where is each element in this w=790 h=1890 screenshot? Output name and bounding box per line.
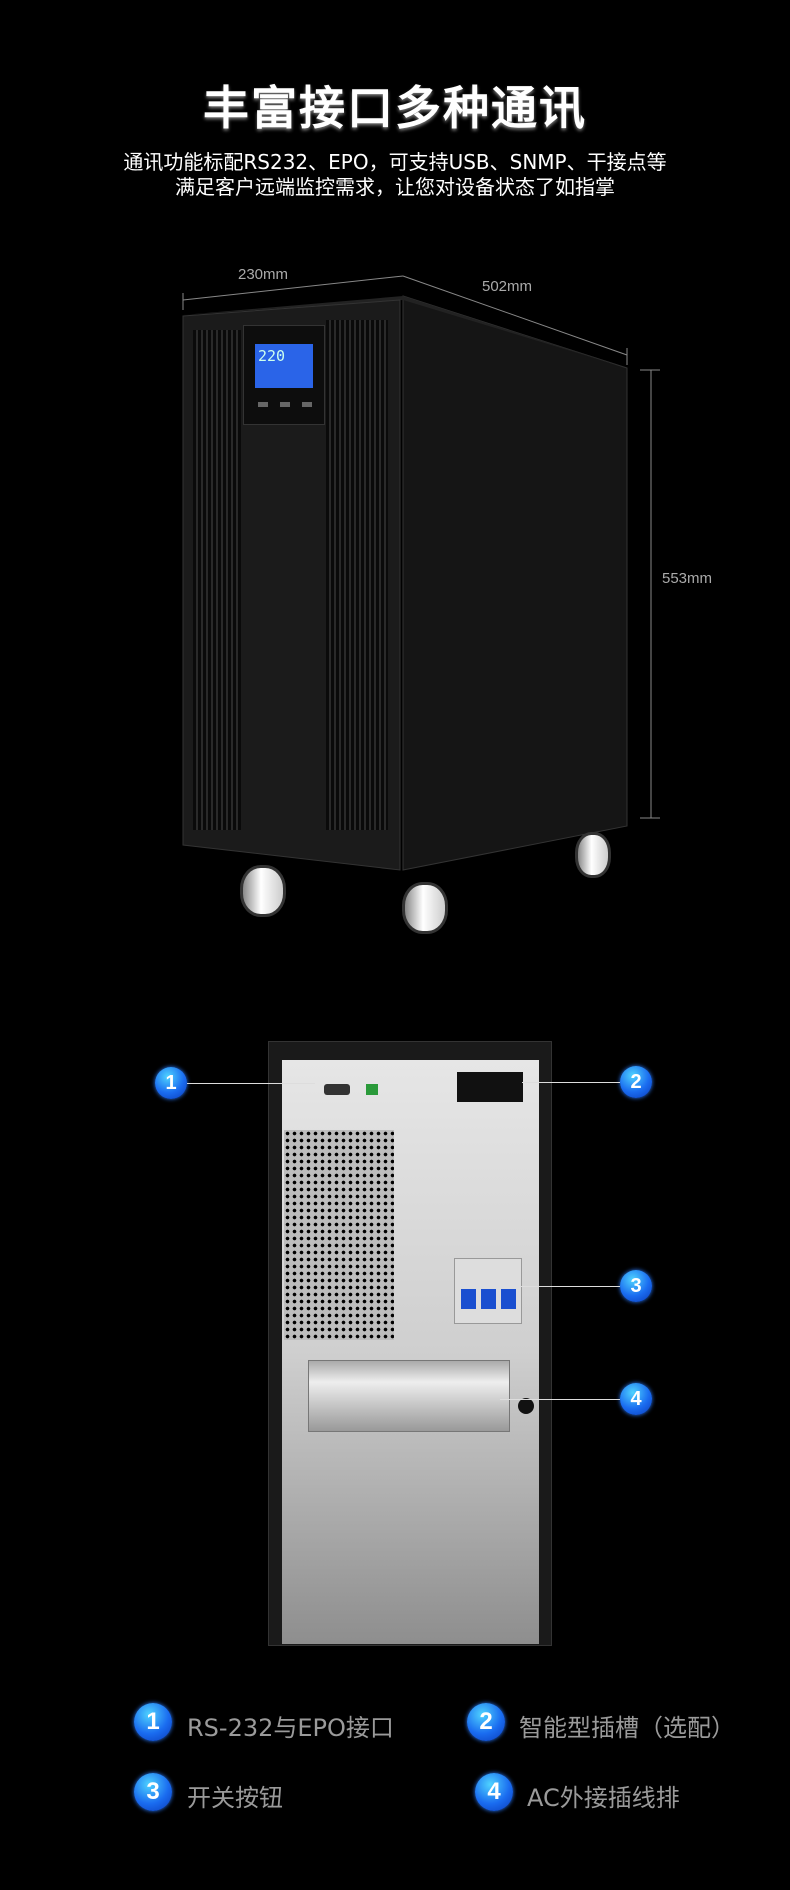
lcd-screen: 220 xyxy=(255,344,313,388)
legend-label-1: RS-232与EPO接口 xyxy=(187,1714,394,1742)
vent-mesh xyxy=(284,1130,394,1340)
caster-wheel xyxy=(575,832,611,878)
legend-label-4: AC外接插线排 xyxy=(527,1784,680,1812)
callout-badge-4: 4 xyxy=(620,1383,652,1415)
callout-line-1 xyxy=(187,1083,315,1084)
dimension-width: 230mm xyxy=(238,266,289,283)
rs232-port xyxy=(324,1084,350,1095)
front-grille-right xyxy=(326,320,388,830)
legend-badge-3: 3 xyxy=(134,1773,172,1811)
dimension-height: 553mm xyxy=(662,570,713,587)
legend-badge-1: 1 xyxy=(134,1703,172,1741)
ups-front-view: 220 230mm 502mm 553mm xyxy=(182,266,713,934)
subtitle-line-2: 满足客户远端监控需求，让您对设备状态了如指掌 xyxy=(175,175,615,199)
smart-slot xyxy=(457,1072,523,1102)
callout-badge-1: 1 xyxy=(155,1067,187,1099)
legend-label-3: 开关按钮 xyxy=(187,1784,283,1812)
ups-rear-view xyxy=(268,1041,552,1646)
callout-badge-2: 2 xyxy=(620,1066,652,1098)
dimension-depth: 502mm xyxy=(482,278,533,295)
legend-badge-4: 4 xyxy=(475,1773,513,1811)
legend-label-2: 智能型插槽（选配） xyxy=(519,1714,735,1742)
cable-hole xyxy=(518,1398,534,1414)
dimension-lines xyxy=(182,275,660,871)
rear-panel xyxy=(282,1060,539,1644)
callout-line-3 xyxy=(515,1286,620,1287)
front-grille-left xyxy=(193,330,241,830)
caster-wheel xyxy=(240,865,286,917)
breaker-switch[interactable] xyxy=(481,1289,496,1309)
control-panel: 220 xyxy=(243,325,325,425)
switch-block xyxy=(454,1258,522,1324)
page-title: 丰富接口多种通讯 xyxy=(203,81,587,135)
panel-button[interactable] xyxy=(302,402,312,407)
breaker-switch[interactable] xyxy=(501,1289,516,1309)
ac-terminal-cover xyxy=(308,1360,510,1432)
callout-line-4 xyxy=(500,1399,620,1400)
callout-line-2 xyxy=(522,1082,620,1083)
breaker-switch[interactable] xyxy=(461,1289,476,1309)
subtitle-line-1: 通讯功能标配RS232、EPO，可支持USB、SNMP、干接点等 xyxy=(123,150,667,174)
panel-button[interactable] xyxy=(258,402,268,407)
epo-port xyxy=(366,1084,378,1095)
caster-wheel xyxy=(402,882,448,934)
callout-badge-3: 3 xyxy=(620,1270,652,1302)
panel-button[interactable] xyxy=(280,402,290,407)
legend-badge-2: 2 xyxy=(467,1703,505,1741)
